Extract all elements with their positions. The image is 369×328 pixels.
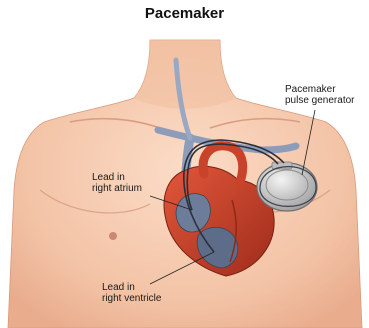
- diagram-title: Pacemaker: [0, 5, 369, 22]
- label-lead-atrium: Lead in right atrium: [92, 172, 142, 194]
- label-lead-ventricle-line1: Lead in: [102, 282, 135, 293]
- label-lead-ventricle-line2: right ventricle: [102, 293, 161, 304]
- pulse-generator-header: [272, 162, 292, 169]
- label-lead-atrium-line1: Lead in: [92, 172, 125, 183]
- label-lead-atrium-line2: right atrium: [92, 183, 142, 194]
- label-pulse-generator: Pacemaker pulse generator: [285, 84, 355, 106]
- label-pulse-generator-line1: Pacemaker: [285, 84, 336, 95]
- left-nipple: [109, 232, 117, 240]
- label-lead-ventricle: Lead in right ventricle: [102, 282, 161, 304]
- label-pulse-generator-line2: pulse generator: [285, 95, 355, 106]
- neck-shade: [134, 40, 236, 109]
